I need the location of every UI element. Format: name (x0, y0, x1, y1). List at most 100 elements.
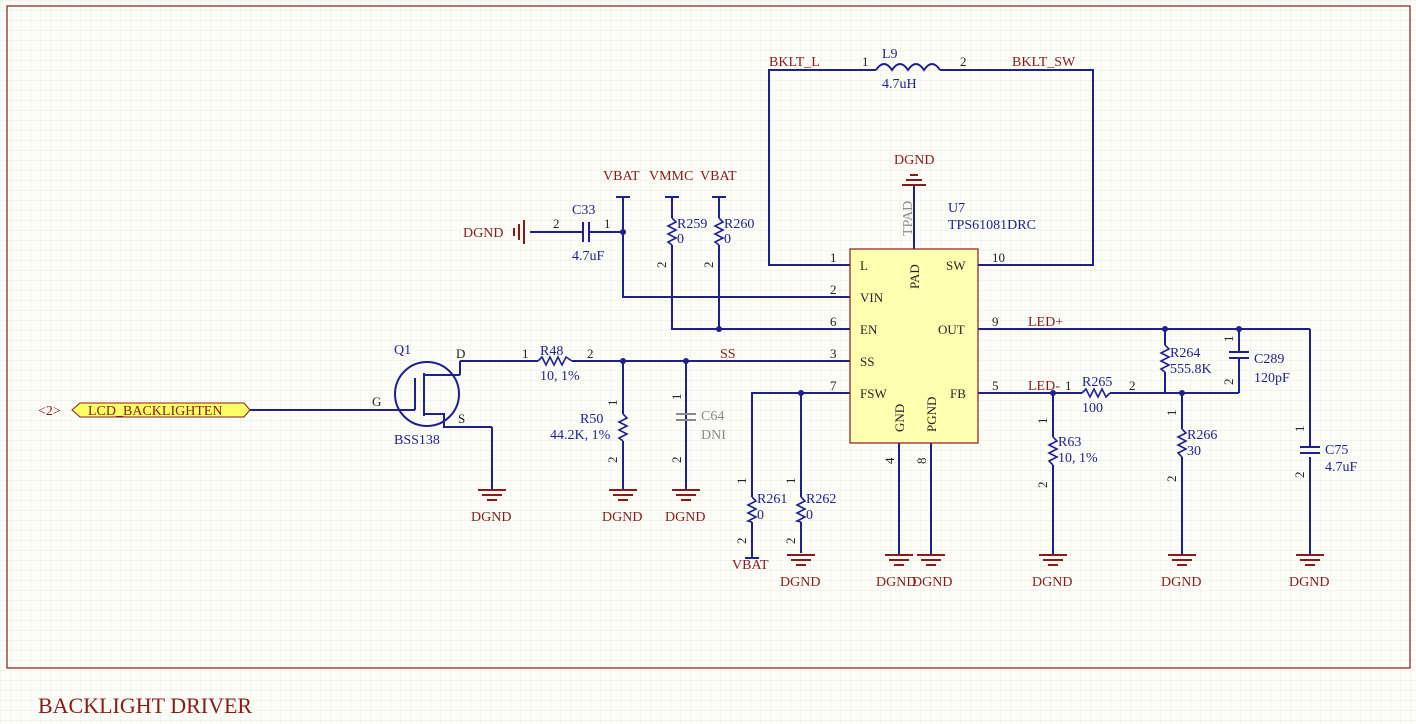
svg-text:0: 0 (677, 232, 684, 247)
svg-text:1: 1 (862, 54, 869, 69)
svg-text:0: 0 (806, 508, 813, 523)
svg-text:R262: R262 (806, 492, 836, 507)
svg-text:R48: R48 (540, 344, 563, 359)
resistor-r266[interactable]: R266 30 1 2 (1164, 410, 1217, 483)
port-lcd-backlighten[interactable]: LCD_BACKLIGHTEN <2> (38, 402, 251, 419)
svg-text:10: 10 (992, 250, 1005, 265)
svg-text:30: 30 (1187, 444, 1201, 459)
svg-text:D: D (456, 346, 465, 361)
svg-text:1: 1 (1164, 410, 1179, 417)
svg-text:4.7uF: 4.7uF (572, 249, 605, 264)
svg-text:DGND: DGND (780, 575, 820, 590)
svg-text:1: 1 (1065, 378, 1072, 393)
capacitor-c64[interactable]: C64 DNI 1 2 (669, 394, 726, 464)
svg-text:555.8K: 555.8K (1170, 362, 1212, 377)
svg-text:VBAT: VBAT (700, 169, 737, 184)
resistor-r50[interactable]: R50 44.2K, 1% 1 2 (550, 400, 629, 464)
svg-text:R260: R260 (724, 217, 754, 232)
svg-text:DNI: DNI (701, 428, 726, 443)
resistor-r265[interactable]: R265 100 1 2 (1065, 375, 1136, 416)
ground-symbols: DGND DGND DGND DGND DGND DGND DGND DGND … (471, 489, 1329, 590)
svg-text:1: 1 (522, 346, 529, 361)
svg-text:R261: R261 (757, 492, 787, 507)
svg-text:4.7uH: 4.7uH (882, 77, 917, 92)
svg-text:R259: R259 (677, 217, 707, 232)
svg-text:2: 2 (1292, 472, 1307, 479)
svg-text:DGND: DGND (876, 575, 916, 590)
junctions (620, 229, 1242, 396)
power-flags: VBAT VMMC VBAT DGND (603, 153, 934, 198)
sheet-title: BACKLIGHT DRIVER (38, 693, 252, 718)
svg-text:2: 2 (783, 538, 798, 545)
resistor-r264[interactable]: R264 555.8K (1159, 344, 1212, 377)
svg-text:120pF: 120pF (1254, 371, 1290, 386)
svg-text:2: 2 (960, 54, 967, 69)
svg-text:44.2K, 1%: 44.2K, 1% (550, 428, 611, 443)
svg-text:PAD: PAD (907, 264, 922, 289)
net-led-plus: LED+ (1028, 315, 1063, 330)
svg-text:VBAT: VBAT (732, 558, 769, 573)
svg-text:TPS61081DRC: TPS61081DRC (948, 218, 1036, 233)
svg-text:2: 2 (605, 457, 620, 464)
svg-text:FSW: FSW (860, 386, 887, 401)
svg-text:1: 1 (1292, 426, 1307, 433)
svg-text:1: 1 (1035, 418, 1050, 425)
svg-text:2: 2 (734, 538, 749, 545)
mosfet-q1[interactable]: Q1 BSS138 D G S (372, 343, 465, 448)
svg-text:Q1: Q1 (394, 343, 411, 358)
resistor-r63[interactable]: R63 10, 1% 1 2 (1035, 418, 1098, 489)
svg-text:2: 2 (587, 346, 594, 361)
svg-text:C64: C64 (701, 409, 724, 424)
svg-text:L9: L9 (882, 47, 898, 62)
svg-text:6: 6 (830, 314, 837, 329)
svg-text:SW: SW (946, 258, 966, 273)
svg-text:C33: C33 (572, 203, 595, 218)
svg-text:VMMC: VMMC (649, 169, 693, 184)
svg-text:GND: GND (892, 404, 907, 432)
svg-text:TPAD: TPAD (901, 201, 916, 236)
svg-text:5: 5 (992, 378, 999, 393)
svg-text:8: 8 (914, 458, 929, 465)
net-led-minus: LED- (1028, 379, 1060, 394)
svg-text:DGND: DGND (1161, 575, 1201, 590)
resistor-r260[interactable]: R260 0 2 (701, 217, 754, 268)
svg-text:2: 2 (669, 457, 684, 464)
net-bklt-l: BKLT_L (769, 55, 820, 70)
resistor-r262[interactable]: R262 0 1 2 (783, 478, 836, 545)
capacitor-c33[interactable]: C33 4.7uF 2 1 (553, 203, 611, 264)
svg-text:L: L (860, 258, 868, 273)
resistor-r261[interactable]: R261 0 1 2 (734, 478, 787, 545)
svg-text:R50: R50 (580, 412, 603, 427)
svg-text:S: S (458, 411, 465, 426)
resistor-r48[interactable]: R48 10, 1% 1 2 (522, 344, 594, 384)
svg-text:DGND: DGND (1289, 575, 1329, 590)
capacitor-c75[interactable]: C75 4.7uF 1 2 (1292, 426, 1358, 479)
svg-text:4: 4 (882, 457, 897, 464)
svg-text:R266: R266 (1187, 428, 1217, 443)
svg-text:10, 1%: 10, 1% (540, 369, 580, 384)
svg-text:R63: R63 (1058, 435, 1081, 450)
svg-text:R265: R265 (1082, 375, 1112, 390)
svg-text:BSS138: BSS138 (394, 433, 440, 448)
ic-u7[interactable]: U7 TPS61081DRC L VIN EN SS FSW 1 2 6 3 7… (830, 201, 1036, 464)
svg-text:C289: C289 (1254, 352, 1284, 367)
inductor-l9[interactable]: L9 4.7uH 1 2 (862, 47, 967, 92)
wires (250, 69, 1311, 558)
svg-text:100: 100 (1082, 401, 1103, 416)
svg-text:PGND: PGND (924, 397, 939, 432)
svg-text:1: 1 (734, 478, 749, 485)
capacitor-c289[interactable]: C289 120pF 1 2 (1221, 336, 1290, 387)
svg-text:2: 2 (1164, 476, 1179, 483)
net-ss: SS (720, 347, 736, 362)
svg-text:1: 1 (783, 478, 798, 485)
sheet-border (6, 5, 1411, 669)
svg-text:DGND: DGND (665, 510, 705, 525)
svg-text:2: 2 (553, 216, 560, 231)
svg-text:DGND: DGND (471, 510, 511, 525)
svg-text:1: 1 (669, 394, 684, 401)
svg-text:<2>: <2> (38, 404, 61, 419)
resistor-r259[interactable]: R259 0 2 (654, 217, 707, 268)
svg-text:2: 2 (830, 282, 837, 297)
svg-text:FB: FB (950, 386, 966, 401)
